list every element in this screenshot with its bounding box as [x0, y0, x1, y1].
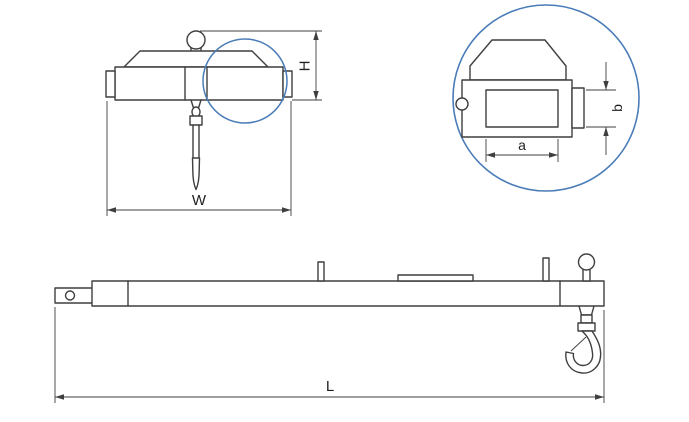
lifting-ball — [186, 30, 206, 50]
arrowhead-down — [313, 91, 319, 100]
beam-side — [91, 280, 605, 307]
label-a: a — [518, 137, 526, 153]
swivel — [189, 115, 203, 126]
detail-pocket-opening — [485, 89, 559, 128]
lifting-ball-side — [577, 253, 596, 271]
hook-side — [565, 330, 602, 374]
label-H: H — [297, 61, 314, 72]
arrowhead-down — [603, 81, 609, 90]
dimension-b: b — [586, 62, 625, 155]
arrowhead-right — [595, 394, 604, 400]
arrowhead-up — [313, 31, 319, 40]
arrowhead-right — [282, 207, 291, 213]
tongue-pin-hole — [64, 290, 76, 301]
label-b: b — [609, 104, 625, 112]
detail-end-cap — [571, 87, 585, 129]
detail-callout-circle — [202, 38, 288, 124]
top-plate — [397, 274, 474, 282]
dimension-H: H — [200, 30, 322, 101]
side-view: L — [54, 253, 605, 403]
front-view: H W — [105, 30, 322, 216]
arrowhead-up — [603, 127, 609, 136]
side-hook-assembly — [565, 305, 602, 374]
detail-pocket-body — [461, 79, 573, 138]
dimension-W: W — [106, 101, 292, 216]
detail-housing — [469, 39, 567, 81]
hook-safety-latch — [570, 336, 587, 352]
arrowhead-right — [549, 152, 558, 158]
dimension-a: a — [485, 137, 559, 162]
detail-pin — [455, 97, 469, 111]
arrowhead-left — [486, 152, 495, 158]
arrowhead-left — [55, 394, 64, 400]
detail-view: a b — [452, 4, 640, 192]
swivel-nut — [577, 322, 596, 332]
clevis — [578, 305, 595, 316]
locking-pin-2 — [542, 257, 550, 282]
shackle — [190, 99, 202, 109]
beam-body-front — [114, 66, 284, 101]
dimension-L: L — [54, 307, 605, 403]
hook-shank-front — [192, 124, 200, 159]
left-end-cap — [105, 70, 116, 98]
label-L: L — [326, 378, 334, 395]
arrowhead-left — [107, 207, 116, 213]
front-hook-assembly — [189, 99, 203, 191]
locking-pin-1 — [317, 261, 325, 282]
detail-view-circle — [452, 4, 640, 192]
label-W: W — [192, 192, 207, 209]
swivel-side — [580, 314, 593, 324]
hook-profile-front — [191, 157, 201, 191]
top-housing — [123, 50, 269, 68]
